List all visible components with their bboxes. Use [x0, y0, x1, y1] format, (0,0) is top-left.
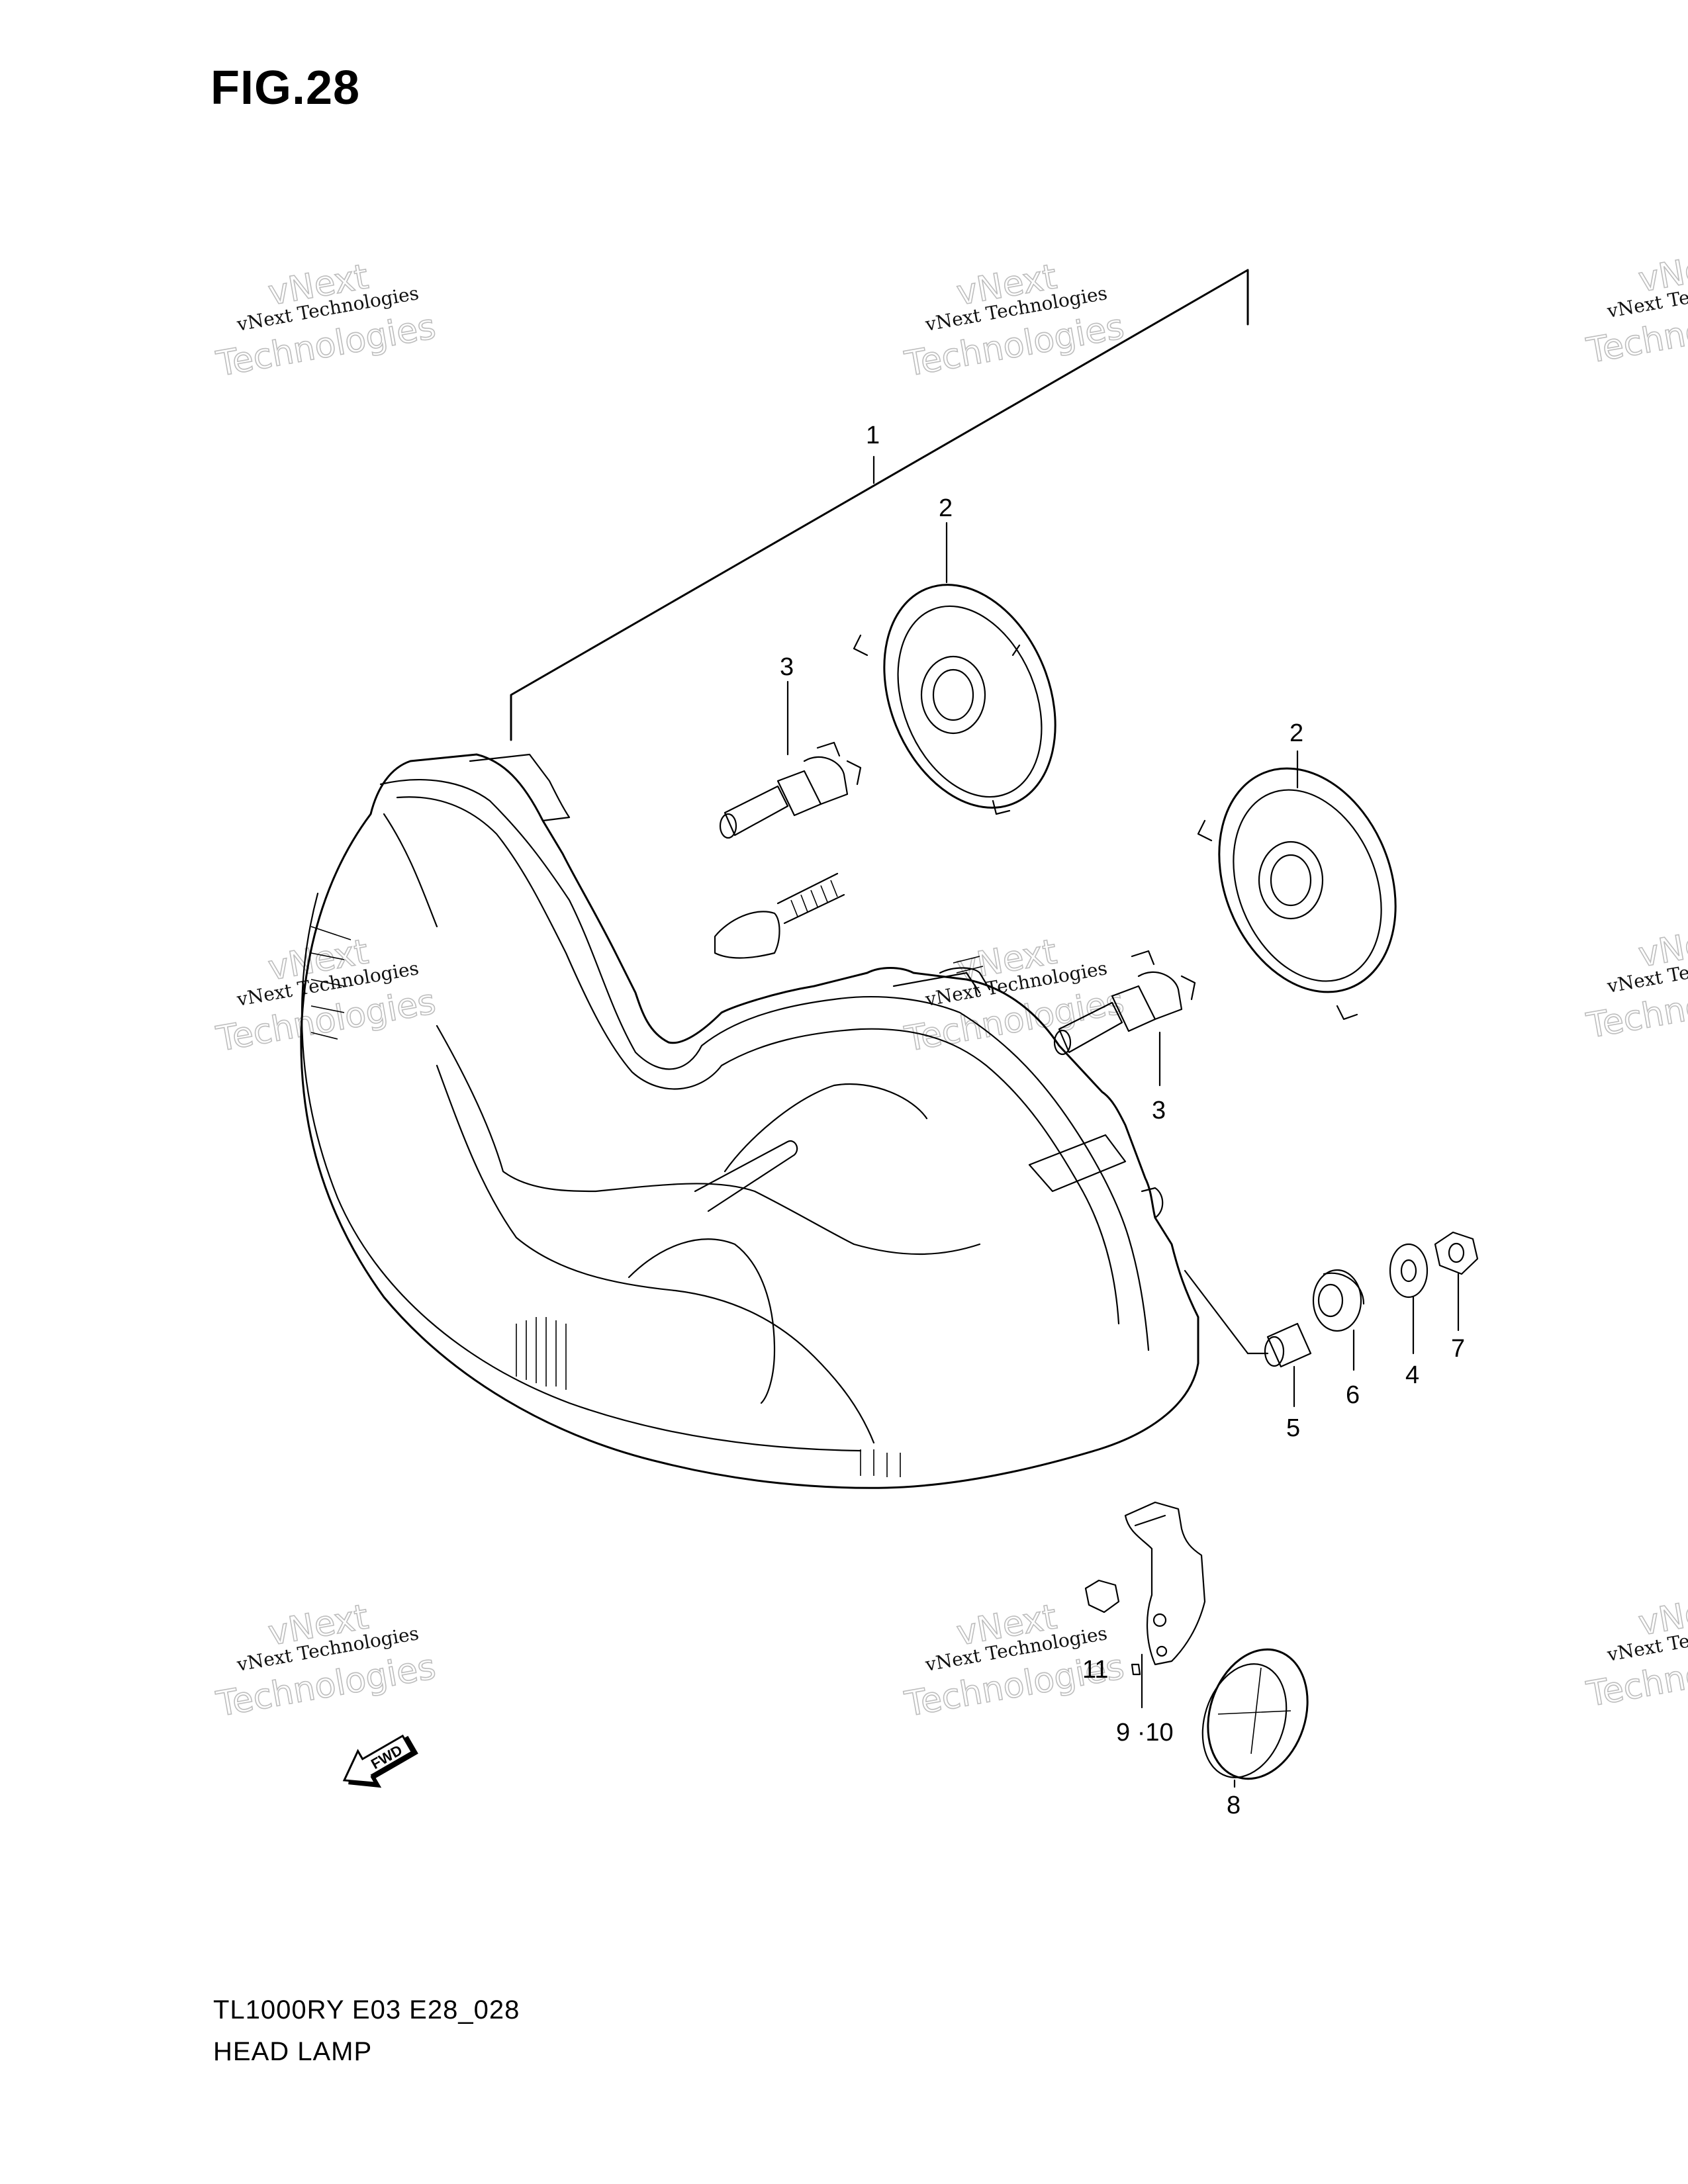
- bulb-lower: [1053, 950, 1196, 1087]
- grommet-inner: [1317, 1283, 1344, 1318]
- callout-1: 1: [866, 422, 880, 449]
- washer: [1389, 1243, 1429, 1355]
- housing-rim-upper: [379, 779, 1150, 1351]
- callout-8: 8: [1227, 1792, 1241, 1819]
- ring-hub: [1258, 841, 1324, 920]
- cap-cross: [1217, 1667, 1291, 1754]
- lens-divider: [436, 1024, 981, 1255]
- ring-outer: [883, 584, 1056, 809]
- housing-rim-inner: [396, 796, 1120, 1325]
- watermark-group: vNext vNext Technologies Technologies vN…: [212, 243, 1688, 1725]
- watermark: vNext vNext Technologies Technologies: [901, 256, 1127, 385]
- callout-7: 7: [1451, 1335, 1465, 1363]
- callout-3: 3: [780, 653, 794, 681]
- ring-hub-inner: [1270, 854, 1312, 907]
- ring-tabs: [853, 634, 1021, 815]
- callout-2: 2: [1289, 719, 1303, 747]
- collar-body: [1266, 1322, 1312, 1368]
- rear-adjuster-thread: [953, 956, 984, 974]
- callout-3: 3: [1152, 1097, 1166, 1124]
- callout-6: 6: [1346, 1381, 1360, 1409]
- watermark: vNext vNext Technologies Technologies: [212, 256, 439, 385]
- ring-inner: [897, 605, 1043, 798]
- callout-4: 4: [1405, 1361, 1419, 1389]
- watermark: vNext vNext Technologies Technologies: [212, 931, 439, 1060]
- bulb-socket-boss: [714, 911, 780, 959]
- watermark: vNext vNext Technologies Technologies: [1583, 243, 1688, 371]
- bulb-glass: [1058, 1001, 1123, 1054]
- ring-outer: [1218, 767, 1397, 993]
- lens-notch: [694, 1140, 798, 1212]
- callout-labels: 1 2 2 3 3 4 5 6 7 8 11 9 ·10: [780, 422, 1465, 1819]
- leader-housing-to-collar: [1184, 1269, 1249, 1355]
- watermark: vNext vNext Technologies Technologies: [1583, 1586, 1688, 1715]
- bulb-upper: [719, 680, 862, 839]
- cap-rim: [1201, 1663, 1288, 1778]
- reflector-lower: [628, 1238, 776, 1404]
- collar-face: [1264, 1336, 1285, 1367]
- grommet-outer: [1312, 1269, 1362, 1332]
- fwd-arrow-shadow: [348, 1735, 418, 1788]
- fwd-arrow: FWD: [342, 1734, 418, 1788]
- section-name: HEAD LAMP: [213, 2037, 373, 2066]
- grommet-flange: [1323, 1272, 1365, 1305]
- bulb-tip: [1053, 1029, 1072, 1056]
- bracket-body: [1124, 1501, 1206, 1666]
- adjuster-screw: [776, 872, 845, 925]
- nut: [1434, 1231, 1479, 1332]
- reflector-upper: [724, 1083, 928, 1173]
- side-mount-ear: [1141, 1187, 1164, 1219]
- bulb-tip: [719, 813, 737, 839]
- washer-hole: [1400, 1259, 1417, 1283]
- lens-left-edge: [383, 813, 438, 928]
- lens-texture: [516, 1317, 567, 1390]
- bulb-terminals: [816, 741, 862, 786]
- housing-outline: [300, 753, 1199, 1489]
- lens-lower-curve: [301, 892, 862, 1452]
- callout-9-10: 9 ·10: [1116, 1719, 1174, 1747]
- bracket-screw: [1131, 1663, 1141, 1676]
- ring-hub: [920, 655, 986, 735]
- headlamp-housing: [300, 753, 1269, 1489]
- cover-cap: [1201, 1648, 1309, 1788]
- nut-hex: [1434, 1231, 1479, 1275]
- rear-adjuster-stub: [939, 967, 991, 991]
- bulb-base: [1137, 971, 1183, 1021]
- nut-hole: [1448, 1242, 1465, 1263]
- lens-hatching: [310, 926, 352, 1040]
- side-mount-boss: [1028, 1134, 1127, 1193]
- model-code: TL1000RY E03 E28_028: [213, 1995, 520, 2025]
- bulb-base: [803, 756, 849, 805]
- mid-mount-tab: [892, 972, 981, 994]
- callout-11: 11: [1082, 1656, 1108, 1684]
- ring-hub-inner: [932, 668, 974, 721]
- ring-inner: [1233, 789, 1382, 982]
- bracket-hole: [1156, 1645, 1168, 1657]
- assembly-bracket-line: [510, 269, 1249, 741]
- mount-bracket: [1084, 1501, 1206, 1709]
- ring-tabs: [1197, 819, 1358, 1021]
- watermark: vNext vNext Technologies Technologies: [1583, 918, 1688, 1046]
- washer-outer: [1389, 1243, 1429, 1298]
- grommet: [1312, 1269, 1365, 1371]
- callout-5: 5: [1286, 1414, 1300, 1442]
- adjuster-thread: [790, 880, 838, 917]
- bracket-nut: [1084, 1579, 1120, 1614]
- figure-title: FIG.28: [211, 62, 361, 114]
- lens-texture-lower: [860, 1449, 901, 1477]
- callout-2: 2: [939, 494, 953, 522]
- bulb-glass: [724, 785, 789, 837]
- bracket-hole: [1152, 1613, 1167, 1627]
- bulb-retainer-ring-upper: [853, 522, 1056, 815]
- bracket-fold: [1134, 1514, 1166, 1527]
- bulb-terminals: [1131, 950, 1196, 1001]
- leader-1: [510, 269, 1249, 741]
- top-mount-tab: [469, 753, 571, 822]
- collar: [1264, 1322, 1312, 1408]
- lens-inner-line: [436, 1064, 875, 1444]
- watermark: vNext vNext Technologies Technologies: [212, 1596, 439, 1725]
- bulb-retainer-ring-lower: [1197, 750, 1397, 1021]
